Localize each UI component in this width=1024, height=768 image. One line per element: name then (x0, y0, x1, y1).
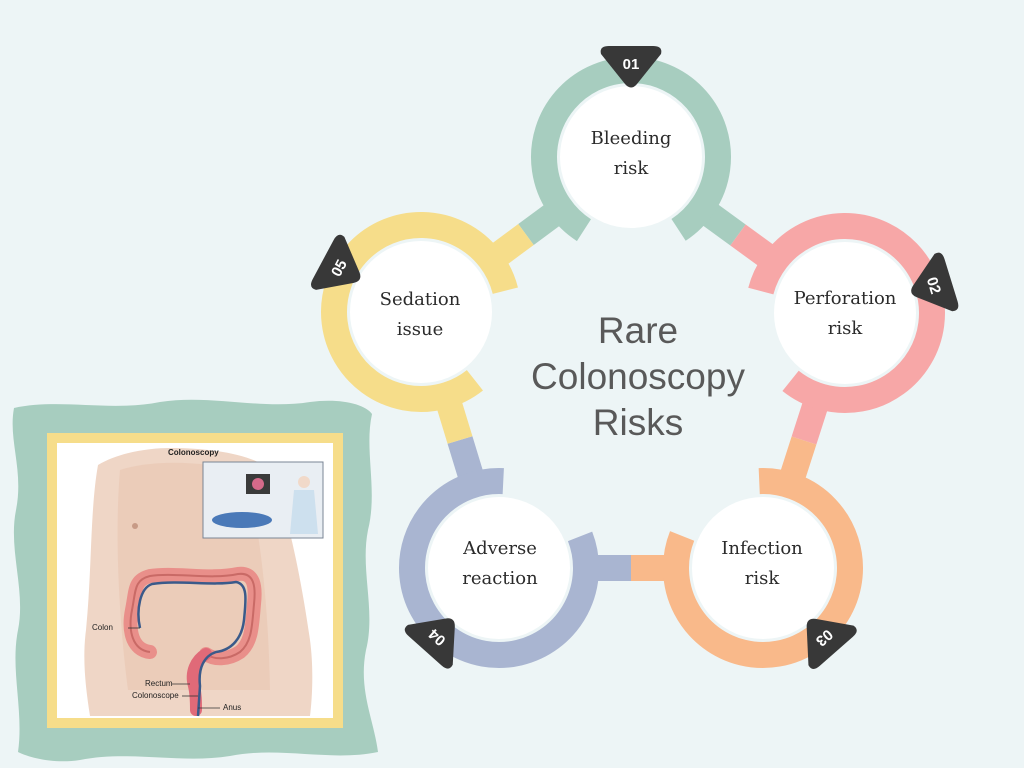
badge-03: 03 (806, 618, 857, 670)
node-label-adverse: Adverse reaction (435, 534, 565, 594)
center-title: Rare Colonoscopy Risks (498, 308, 778, 446)
badge-01: 01 (600, 46, 662, 88)
doctor-figure (290, 490, 318, 534)
node-circle-01 (560, 86, 702, 228)
colon-outline (129, 572, 256, 660)
node-label-line1: Adverse (463, 538, 537, 559)
doctor-head-icon (298, 476, 310, 488)
node-circle-05 (350, 241, 492, 383)
colonoscopy-illustration: Colonoscopy Colon Rectum Colonoscope Anu… (0, 390, 400, 768)
node-label-line2: risk (744, 568, 780, 589)
center-title-line3: Risks (592, 402, 684, 443)
node-label-bleeding: Bleeding risk (566, 124, 696, 184)
badge-number-05: 05 (328, 257, 351, 280)
node-circle-02 (774, 242, 916, 384)
patient-figure (212, 512, 272, 528)
label-colon: Colon (92, 623, 113, 632)
monitor-screen-icon (252, 478, 264, 490)
node-label-sedation: Sedation issue (355, 285, 485, 345)
node-label-line1: Bleeding (590, 128, 672, 149)
badge-shape-03 (806, 618, 857, 670)
badge-shape-04 (404, 618, 455, 669)
node-circle-03 (692, 497, 834, 639)
node-label-line2: risk (613, 158, 649, 179)
label-anus: Anus (223, 703, 242, 712)
node-label-infection: Infection risk (697, 534, 827, 594)
node-label-line2: risk (827, 318, 863, 339)
badge-04: 04 (404, 618, 455, 669)
badge-shape-02 (911, 252, 959, 312)
badge-shape-01 (600, 46, 662, 88)
badge-05: 05 (311, 234, 361, 290)
badge-02: 02 (911, 252, 959, 312)
colonoscope-line (137, 580, 247, 717)
node-label-line1: Infection (721, 538, 803, 559)
node-label-line2: reaction (462, 568, 538, 589)
badge-number-01: 01 (623, 56, 640, 73)
illustration-title: Colonoscopy (168, 448, 219, 457)
badge-number-02: 02 (923, 275, 944, 296)
node-circle-04 (428, 497, 570, 639)
center-title-line1: Rare (597, 310, 679, 351)
nipple-icon (132, 523, 138, 529)
badge-shape-05 (311, 234, 361, 290)
label-rectum: Rectum (145, 679, 173, 688)
rectum-shape (186, 648, 212, 716)
node-label-line1: Perforation (793, 288, 897, 309)
node-label-line2: issue (396, 319, 444, 340)
label-colonoscope: Colonoscope (132, 691, 179, 700)
center-title-line2: Colonoscopy (531, 356, 745, 397)
node-label-perforation: Perforation risk (780, 284, 910, 344)
node-label-line1: Sedation (379, 289, 461, 310)
